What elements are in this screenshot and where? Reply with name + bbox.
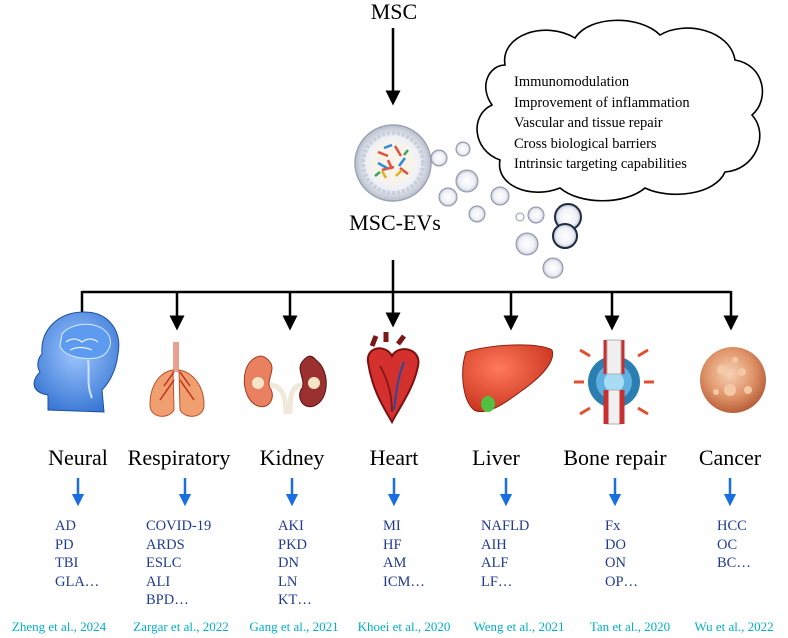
disease-item: PKD bbox=[278, 536, 308, 553]
disease-item: HCC bbox=[717, 518, 747, 534]
reference-heart: Khoei et al., 2020 bbox=[357, 619, 451, 634]
reference-kidney: Gang et al., 2021 bbox=[249, 619, 339, 634]
cancer-cell-icon bbox=[700, 347, 766, 413]
disease-item: TBI bbox=[55, 555, 79, 571]
category-cancer: Cancer bbox=[698, 445, 762, 470]
bone-joint-icon bbox=[574, 339, 654, 425]
benefit-item: Immunomodulation bbox=[514, 74, 630, 90]
disease-list-respiratory: COVID-19 ARDS ESLC ALI BPD… bbox=[146, 517, 211, 610]
disease-item: BC… bbox=[717, 555, 751, 571]
category-liver: Liver bbox=[472, 445, 520, 470]
disease-item: AD bbox=[55, 518, 76, 534]
disease-item: LF… bbox=[481, 573, 513, 590]
disease-item: DO bbox=[605, 536, 626, 553]
disease-list-heart: MI HF AM ICM… bbox=[383, 517, 425, 591]
disease-item: KT… bbox=[278, 592, 312, 608]
disease-list-kidney: AKI PKD DN LN KT… bbox=[278, 517, 312, 610]
liver-icon bbox=[462, 344, 554, 412]
lungs-icon bbox=[149, 342, 205, 417]
msc-label: MSC bbox=[370, 0, 418, 24]
category-kidney: Kidney bbox=[259, 445, 325, 470]
disease-item: HF bbox=[383, 536, 402, 553]
category-neural: Neural bbox=[48, 445, 108, 470]
category-bone-repair: Bone repair bbox=[563, 445, 667, 470]
disease-list-liver: NAFLD AIH ALF LF… bbox=[481, 517, 529, 591]
benefits-list: Immunomodulation Improvement of inflamma… bbox=[514, 72, 690, 175]
disease-item: AM bbox=[383, 555, 407, 571]
reference-cancer: Wu et al., 2022 bbox=[694, 619, 774, 634]
category-respiratory: Respiratory bbox=[127, 445, 231, 470]
reference-liver: Weng et al., 2021 bbox=[473, 619, 565, 634]
disease-list-neural: AD PD TBI GLA… bbox=[55, 517, 99, 591]
heart-icon bbox=[366, 332, 420, 425]
blue-arrows bbox=[71, 478, 737, 507]
disease-item: AIH bbox=[481, 536, 507, 553]
benefit-item: Vascular and tissue repair bbox=[514, 115, 663, 131]
disease-item: AKI bbox=[278, 518, 304, 534]
benefit-item: Improvement of inflammation bbox=[514, 94, 690, 111]
reference-bone-repair: Tan et al., 2020 bbox=[589, 619, 671, 634]
disease-item: PD bbox=[55, 536, 74, 553]
disease-list-bone-repair: Fx DO ON OP… bbox=[605, 517, 638, 591]
disease-item: MI bbox=[383, 518, 401, 534]
disease-item: ARDS bbox=[146, 536, 185, 553]
benefits-cloud bbox=[476, 19, 764, 202]
reference-neural: Zheng et al., 2024 bbox=[11, 619, 107, 634]
msc-ev-label: MSC-EVs bbox=[349, 210, 441, 235]
disease-item: OC bbox=[717, 536, 738, 553]
disease-item: BPD… bbox=[146, 592, 189, 608]
disease-item: LN bbox=[278, 573, 298, 590]
disease-item: ON bbox=[605, 555, 626, 571]
disease-list-cancer: HCC OC BC… bbox=[717, 517, 751, 573]
benefit-item: Intrinsic targeting capabilities bbox=[514, 156, 687, 172]
disease-item: OP… bbox=[605, 573, 639, 590]
disease-item: COVID-19 bbox=[146, 518, 212, 534]
large-vesicle-icon bbox=[354, 124, 432, 202]
disease-item: NAFLD bbox=[481, 518, 530, 534]
reference-respiratory: Zargar et al., 2022 bbox=[133, 619, 229, 634]
category-heart: Heart bbox=[369, 445, 419, 470]
small-vesicles bbox=[430, 141, 582, 279]
disease-item: ICM… bbox=[383, 573, 425, 590]
disease-item: ESLC bbox=[146, 555, 182, 571]
disease-item: Fx bbox=[605, 518, 621, 534]
kidneys-icon bbox=[243, 355, 327, 415]
disease-item: ALF bbox=[481, 555, 509, 571]
disease-item: GLA… bbox=[55, 573, 100, 590]
benefit-item: Cross biological barriers bbox=[514, 135, 657, 152]
disease-item: ALI bbox=[146, 573, 171, 590]
branch-arrows bbox=[74, 260, 739, 331]
disease-item: DN bbox=[278, 555, 299, 571]
human-head-brain-icon bbox=[33, 311, 120, 413]
